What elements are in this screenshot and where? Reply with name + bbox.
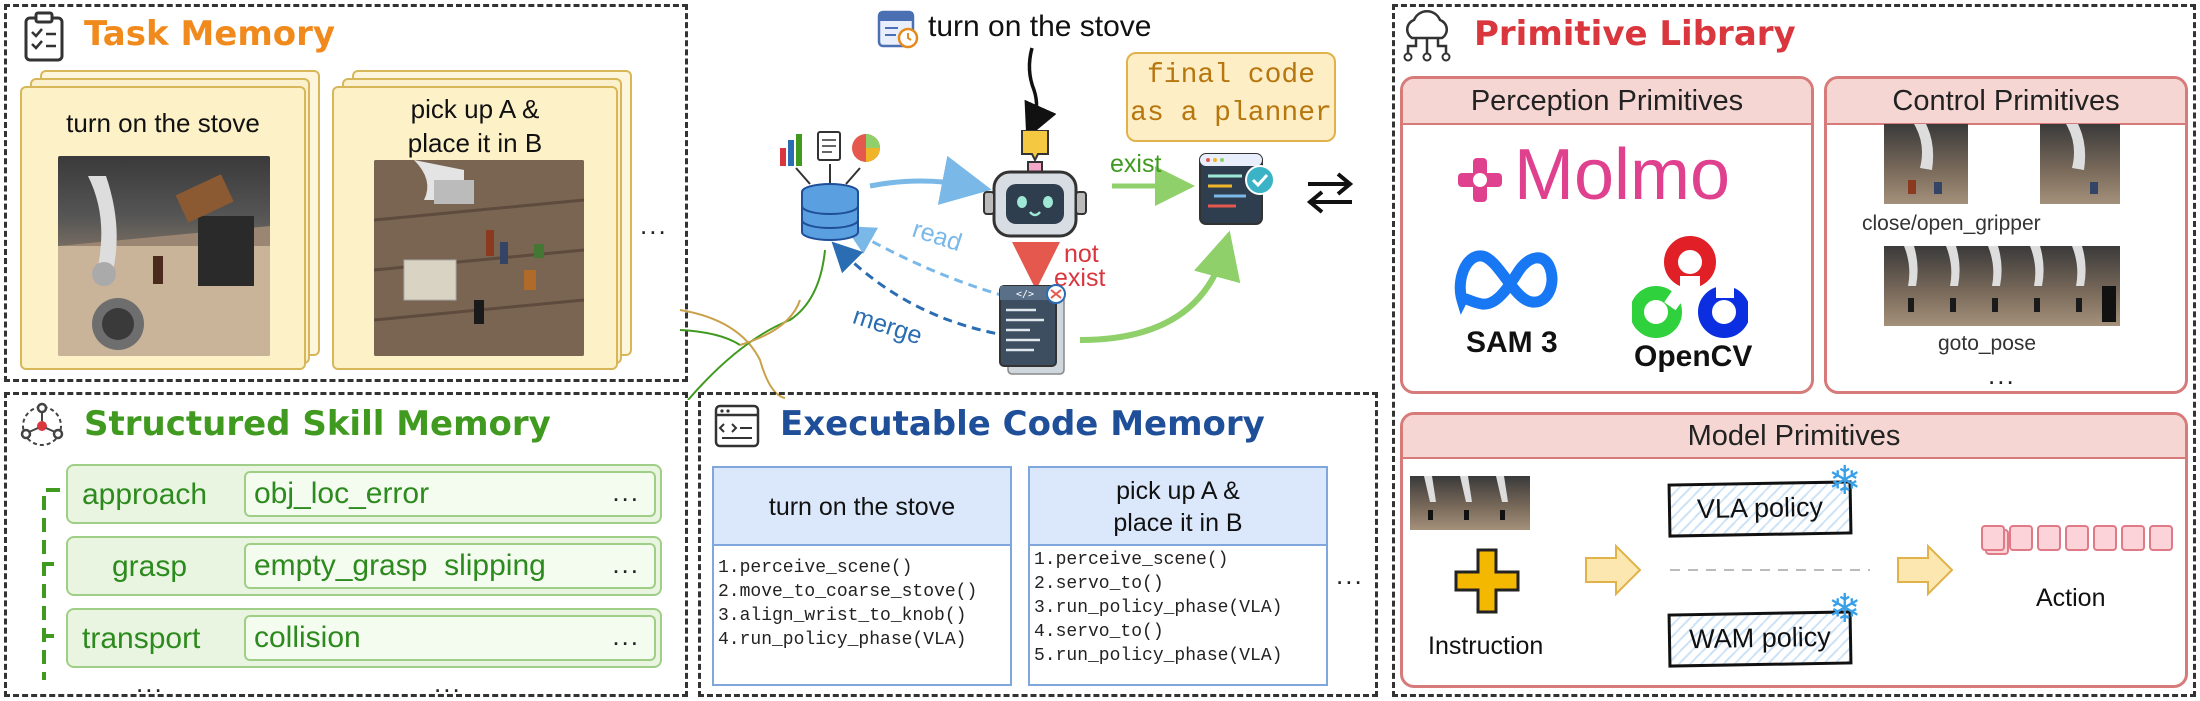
task-card-label-1: pick up A & bbox=[410, 94, 540, 124]
code-line: 3.run_policy_phase(VLA) bbox=[1034, 598, 1283, 618]
code-card-title-1: pick up A & bbox=[1116, 477, 1240, 505]
database-icon bbox=[780, 131, 880, 241]
meta-logo-icon bbox=[1454, 250, 1558, 315]
task-card-label-2: place it in B bbox=[407, 128, 543, 158]
perception-primitives-header: Perception Primitives bbox=[1403, 79, 1811, 125]
code-memory-title: Executable Code Memory bbox=[780, 404, 1265, 444]
skill-label: grasp bbox=[112, 550, 188, 583]
code-card-header: turn on the stove bbox=[712, 466, 1012, 546]
final-code-line2: as a planner bbox=[1130, 98, 1332, 129]
control-primitives-panel: Control Primitives bbox=[1824, 76, 2188, 394]
final-code-line1: final code bbox=[1146, 60, 1316, 91]
skill-error-box: collision ... bbox=[244, 615, 656, 661]
perception-primitives-panel: Perception Primitives bbox=[1400, 76, 1814, 394]
task-card-stove: turn on the stove bbox=[20, 86, 306, 370]
primitive-library-title: Primitive Library bbox=[1474, 14, 1796, 54]
control-primitives-header: Control Primitives bbox=[1827, 79, 2185, 125]
code-card-title: turn on the stove bbox=[768, 493, 956, 521]
instruction-scene-image bbox=[1410, 476, 1530, 530]
final-code-bubble: final code as a planner bbox=[1126, 52, 1336, 142]
skill-memory-panel bbox=[4, 392, 688, 697]
code-window-icon bbox=[714, 404, 760, 448]
exist-label: exist bbox=[1110, 150, 1162, 178]
skill-errors-more: ... bbox=[612, 549, 640, 579]
cloud-network-icon bbox=[1403, 10, 1451, 62]
code-line: 2.servo_to() bbox=[1034, 574, 1164, 594]
skill-label: transport bbox=[82, 622, 201, 655]
svg-text:</>: </> bbox=[1016, 289, 1034, 300]
gripper-label: close/open_gripper bbox=[1862, 212, 2041, 235]
skill-more-right: ... bbox=[434, 668, 462, 698]
task-calendar-icon bbox=[877, 10, 919, 49]
wam-policy-label: WAM policy bbox=[1688, 621, 1831, 655]
center-task-label: turn on the stove bbox=[928, 10, 1152, 43]
code-line: 1.perceive_scene() bbox=[718, 558, 913, 578]
skill-label: approach bbox=[82, 478, 208, 511]
snowflake-icon: ❄ bbox=[1828, 459, 1862, 503]
network-icon bbox=[20, 402, 64, 446]
model-flow-arrows bbox=[1585, 543, 1954, 597]
molmo-logo-icon bbox=[1458, 158, 1502, 202]
skill-errors-more: ... bbox=[612, 621, 640, 651]
skill-row-grasp: grasp empty_grasp slipping ... bbox=[66, 536, 662, 596]
skill-error-box: empty_grasp slipping ... bbox=[244, 543, 656, 589]
skill-errors: collision bbox=[254, 621, 361, 654]
primitive-library-panel bbox=[1392, 4, 2196, 697]
goto-pose-label: goto_pose bbox=[1938, 332, 2037, 355]
skill-error-box: obj_loc_error ... bbox=[244, 471, 656, 517]
task-memory-panel bbox=[4, 4, 688, 382]
task-more-ellipsis: ... bbox=[640, 210, 668, 240]
code-line: 4.run_policy_phase(VLA) bbox=[718, 630, 967, 650]
skill-errors: obj_loc_error bbox=[254, 477, 430, 510]
goto-pose-image bbox=[1884, 246, 2120, 326]
code-doc-icon: </> bbox=[999, 284, 1066, 375]
skill-memory-title: Structured Skill Memory bbox=[84, 404, 551, 444]
task-card-label: turn on the stove bbox=[66, 108, 260, 138]
opencv-label: OpenCV bbox=[1634, 340, 1753, 373]
vla-policy-box: VLA policy bbox=[1667, 480, 1853, 538]
swap-arrows-icon bbox=[1306, 172, 1354, 214]
code-line: 3.align_wrist_to_knob() bbox=[718, 606, 967, 626]
stove-scene-image bbox=[58, 156, 270, 356]
code-line: 4.servo_to() bbox=[1034, 622, 1164, 642]
code-card-title-2: place it in B bbox=[1113, 509, 1243, 537]
skill-errors-more: ... bbox=[612, 477, 640, 507]
skill-row-approach: approach obj_loc_error ... bbox=[66, 464, 662, 524]
pick-place-scene-image bbox=[374, 160, 584, 356]
code-card-header: pick up A & place it in B bbox=[1028, 466, 1328, 546]
clipboard-icon bbox=[24, 11, 64, 62]
code-more-ellipsis: ... bbox=[1336, 560, 1364, 590]
gripper-close-image bbox=[1884, 124, 1968, 204]
code-line: 2.move_to_coarse_stove() bbox=[718, 582, 978, 602]
skill-more-left: ... bbox=[136, 668, 164, 698]
skill-row-transport: transport collision ... bbox=[66, 608, 662, 668]
control-more-ellipsis: ... bbox=[1988, 360, 2016, 390]
skill-errors: empty_grasp slipping bbox=[254, 549, 546, 582]
code-memory-panel bbox=[698, 392, 1378, 697]
code-window-check-icon bbox=[1199, 153, 1275, 225]
code-line: 5.run_policy_phase(VLA) bbox=[1034, 646, 1283, 666]
opencv-logo-icon bbox=[1632, 236, 1748, 338]
model-primitives-header: Model Primitives bbox=[1403, 415, 2185, 459]
plus-icon bbox=[1454, 548, 1520, 614]
wam-policy-box: WAM policy bbox=[1667, 610, 1853, 668]
code-card-body: 1.perceive_scene() 2.move_to_coarse_stov… bbox=[712, 546, 1012, 686]
instruction-label: Instruction bbox=[1428, 632, 1544, 660]
task-memory-title: Task Memory bbox=[84, 14, 336, 54]
task-card-pick-place: pick up A & place it in B bbox=[332, 86, 618, 370]
molmo-label: Molmo bbox=[1514, 135, 1731, 215]
snowflake-icon: ❄ bbox=[1828, 587, 1862, 631]
code-line: 1.perceive_scene() bbox=[1034, 550, 1229, 570]
gripper-open-image bbox=[2040, 124, 2120, 204]
robot-icon bbox=[983, 130, 1087, 238]
skill-tree-connector bbox=[42, 488, 60, 680]
not-exist-label-1: not bbox=[1064, 240, 1099, 268]
action-tokens-icon bbox=[1981, 525, 2173, 555]
model-primitives-panel: Model Primitives bbox=[1400, 412, 2188, 688]
action-label: Action bbox=[2036, 584, 2106, 612]
code-card-body: 1.perceive_scene() 2.servo_to() 3.run_po… bbox=[1028, 546, 1328, 686]
sam3-label: SAM 3 bbox=[1466, 326, 1558, 359]
vla-policy-label: VLA policy bbox=[1696, 491, 1824, 525]
